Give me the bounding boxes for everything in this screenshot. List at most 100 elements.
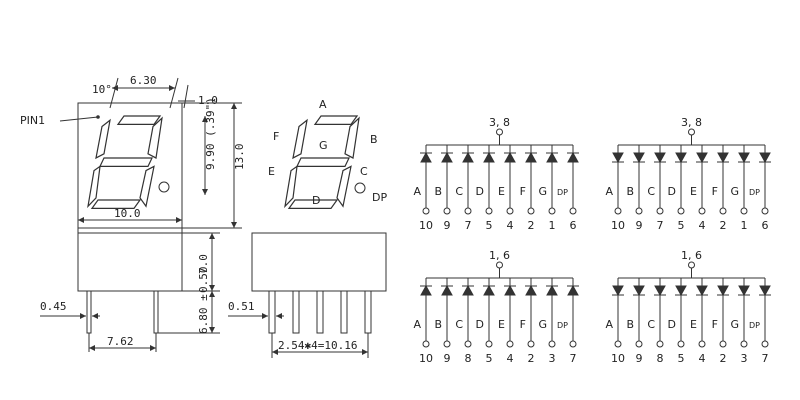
led-diode-DP bbox=[759, 285, 771, 297]
led-diode-B bbox=[441, 284, 453, 296]
led-diode-E bbox=[696, 285, 708, 297]
led-diode-F bbox=[525, 151, 537, 163]
common-pins-label: 3, 8 bbox=[489, 116, 510, 129]
segment-label: G bbox=[538, 185, 547, 198]
led-diode-G bbox=[546, 151, 558, 163]
led-diode-E bbox=[504, 151, 516, 163]
pin1-label: PIN1 bbox=[20, 114, 45, 127]
segment-label: F bbox=[712, 318, 718, 331]
segment-label: D bbox=[476, 185, 484, 198]
pin-number: 4 bbox=[699, 219, 706, 232]
pin-number: 8 bbox=[657, 352, 664, 365]
pin-terminal bbox=[464, 340, 472, 348]
end-pin-4 bbox=[340, 290, 348, 334]
seg-label-g: G bbox=[319, 139, 328, 152]
led-diode-F bbox=[717, 152, 729, 164]
pin-terminal bbox=[548, 340, 556, 348]
pin-number: 2 bbox=[528, 219, 535, 232]
end-pin-2 bbox=[292, 290, 300, 334]
segment-label: C bbox=[455, 185, 463, 198]
pin-terminal bbox=[761, 340, 769, 348]
seg-label-dp: DP bbox=[372, 191, 387, 204]
segment-label: A bbox=[605, 185, 613, 198]
led-diode-C bbox=[654, 152, 666, 164]
pin-terminal bbox=[527, 207, 535, 215]
seg-label-b: B bbox=[370, 133, 378, 146]
pin-terminal bbox=[677, 340, 685, 348]
pin-number: 5 bbox=[486, 352, 493, 365]
pin-terminal bbox=[506, 207, 514, 215]
segment-label: B bbox=[434, 318, 442, 331]
side-pin-left bbox=[86, 290, 92, 334]
common-terminal bbox=[688, 128, 695, 136]
pin-terminal bbox=[740, 340, 748, 348]
led-diode-A bbox=[420, 151, 432, 163]
segment-label: B bbox=[434, 185, 442, 198]
pin-terminal bbox=[656, 207, 664, 215]
segment-label: C bbox=[647, 185, 655, 198]
front-digit bbox=[87, 115, 163, 210]
led-diode-DP bbox=[567, 284, 579, 296]
pin-terminal bbox=[719, 340, 727, 348]
segment-label: E bbox=[690, 185, 697, 198]
tilt-angle: 10° bbox=[92, 83, 112, 96]
pin-number: 7 bbox=[762, 352, 769, 365]
segment-label: A bbox=[605, 318, 613, 331]
pin-terminal bbox=[506, 340, 514, 348]
segment-label: C bbox=[647, 318, 655, 331]
led-diode-B bbox=[441, 151, 453, 163]
segment-label: E bbox=[498, 318, 505, 331]
led-diode-G bbox=[738, 152, 750, 164]
pin-number: 5 bbox=[678, 352, 685, 365]
pin-terminal bbox=[740, 207, 748, 215]
segment-label: D bbox=[668, 318, 676, 331]
pin-number: 7 bbox=[465, 219, 472, 232]
common-pins-label: 1, 6 bbox=[489, 249, 510, 262]
pin-number: 10 bbox=[611, 352, 625, 365]
pin-terminal bbox=[719, 207, 727, 215]
led-diode-D bbox=[483, 151, 495, 163]
pin-number: 3 bbox=[549, 352, 556, 365]
pin-terminal bbox=[485, 207, 493, 215]
led-diode-B bbox=[633, 285, 645, 297]
led-diode-DP bbox=[759, 152, 771, 164]
led-diode-F bbox=[717, 285, 729, 297]
segment-label: DP bbox=[557, 188, 568, 197]
segment-label: A bbox=[413, 185, 421, 198]
common-terminal bbox=[496, 128, 503, 136]
led-diode-G bbox=[546, 284, 558, 296]
display-body-outline bbox=[77, 102, 183, 229]
pin-number: 1 bbox=[549, 219, 556, 232]
segment-label: D bbox=[668, 185, 676, 198]
standoff-text: 0.50 bbox=[197, 267, 210, 294]
pin-number: 10 bbox=[419, 219, 433, 232]
row-spacing-text: 7.62 bbox=[107, 335, 134, 348]
segment-label: B bbox=[626, 185, 634, 198]
pin-number: 4 bbox=[507, 219, 514, 232]
pin-number: 9 bbox=[636, 219, 643, 232]
pin-terminal bbox=[614, 340, 622, 348]
pin-number: 2 bbox=[720, 352, 727, 365]
common-terminal bbox=[688, 261, 695, 269]
end-pin-5 bbox=[364, 290, 372, 334]
common-pins-label: 3, 8 bbox=[681, 116, 702, 129]
segment-label: DP bbox=[749, 321, 760, 330]
side-body bbox=[77, 232, 183, 292]
end-pin-width-text: 0.51 bbox=[228, 300, 255, 313]
pin-terminal bbox=[656, 340, 664, 348]
pin-number: 4 bbox=[699, 352, 706, 365]
pin-terminal bbox=[569, 340, 577, 348]
end-view: 0.51 2.54✱4=10.16 bbox=[228, 232, 387, 358]
pin-number: 6 bbox=[570, 219, 577, 232]
pin-number: 5 bbox=[678, 219, 685, 232]
segment-label: E bbox=[498, 185, 505, 198]
pin-number: 9 bbox=[444, 219, 451, 232]
pin-width-text: 0.45 bbox=[40, 300, 67, 313]
segment-label: B bbox=[626, 318, 634, 331]
pin-number: 9 bbox=[444, 352, 451, 365]
dp-offset-text: 1.0 bbox=[198, 94, 218, 107]
